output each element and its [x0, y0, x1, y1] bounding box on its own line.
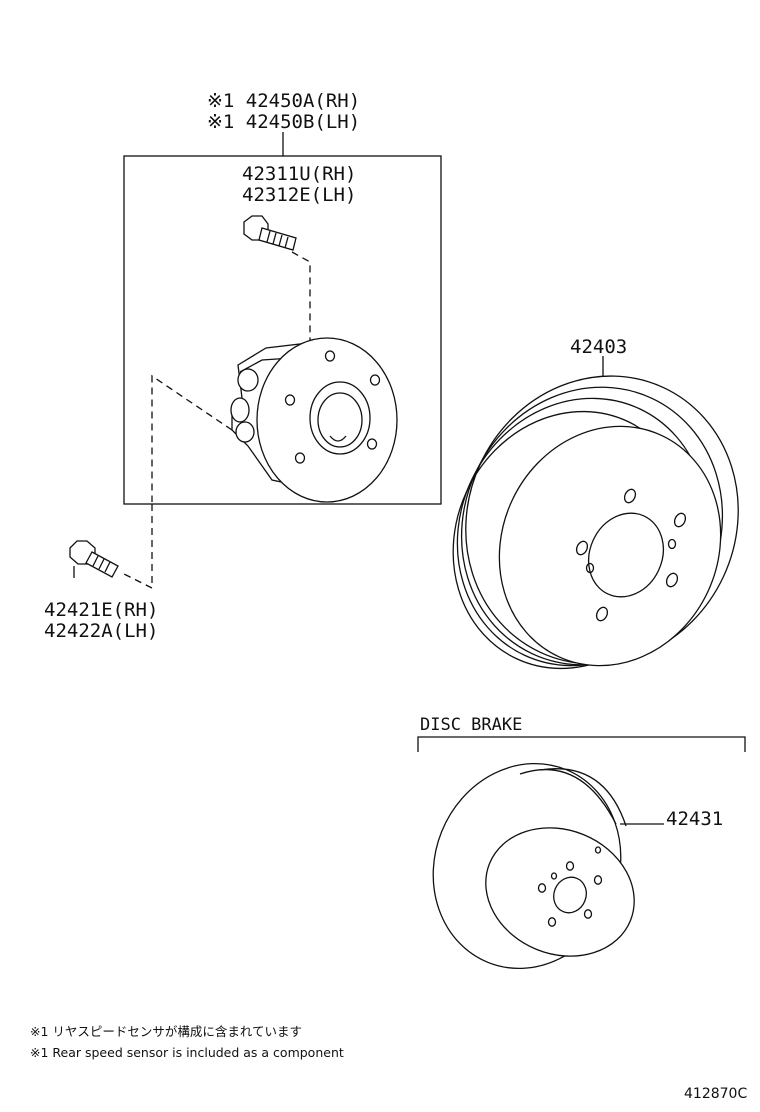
label-hub-bolt-lh: 42312E(LH) [242, 184, 357, 206]
disc-brake-title: DISC BRAKE [420, 715, 523, 735]
disc-brake-bracket [417, 736, 746, 752]
hub-bolt-part [243, 215, 297, 251]
label-hub-assy-rh: ※1 42450A(RH) [207, 90, 361, 112]
disc-rotor-part [432, 762, 664, 970]
mount-bolt-part [69, 540, 119, 578]
footnote-english: ※1 Rear speed sensor is included as a co… [30, 1045, 344, 1060]
label-drum: 42403 [570, 336, 628, 358]
label-mount-bolt-lh: 42422A(LH) [44, 620, 159, 642]
hub-bearing-part [230, 337, 398, 503]
label-hub-bolt-rh: 42311U(RH) [242, 163, 357, 185]
label-disc-rotor: 42431 [666, 808, 724, 830]
brake-drum-part [452, 356, 739, 670]
footnote-japanese: ※1 リヤスピードセンサが構成に含まれています [30, 1024, 303, 1039]
label-mount-bolt-rh: 42421E(RH) [44, 599, 159, 621]
mount-bolt-leader-lower [119, 504, 153, 590]
label-hub-assy-lh: ※1 42450B(LH) [207, 111, 361, 133]
hub-bolt-leader [291, 251, 311, 340]
drawing-code: 412870C [684, 1086, 748, 1102]
mount-bolt-leader-upper [151, 374, 233, 502]
